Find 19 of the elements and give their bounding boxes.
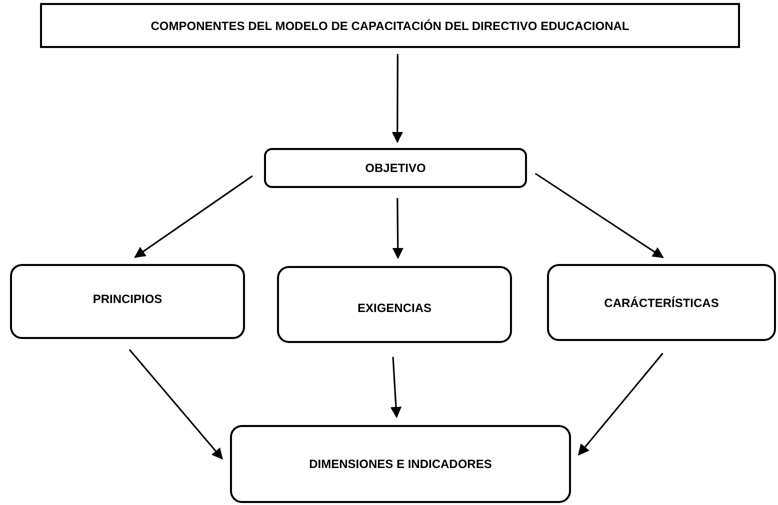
node-label: COMPONENTES DEL MODELO DE CAPACITACIÓN DEL DIRECTIVO EDUCACIONAL	[150, 18, 630, 32]
arrow	[392, 54, 403, 144]
node-label: PRINCIPIOS	[92, 292, 162, 306]
title-box	[40, 3, 740, 48]
node-label: OBJETIVO	[365, 161, 426, 175]
node-label: EXIGENCIAS	[357, 300, 432, 314]
node-label: CARÁCTERÍSTICAS	[604, 296, 719, 310]
rounded-box	[10, 264, 245, 339]
arrow	[392, 198, 404, 260]
arrow	[134, 175, 253, 258]
rounded-box	[547, 264, 776, 341]
rounded-box	[277, 266, 512, 343]
rounded-box	[230, 425, 571, 503]
arrow	[534, 172, 664, 258]
arrow	[578, 352, 664, 456]
arrow	[390, 356, 402, 418]
node-label: DIMENSIONES E INDICADORES	[309, 457, 492, 471]
process-box	[264, 148, 527, 188]
arrow	[128, 349, 223, 460]
